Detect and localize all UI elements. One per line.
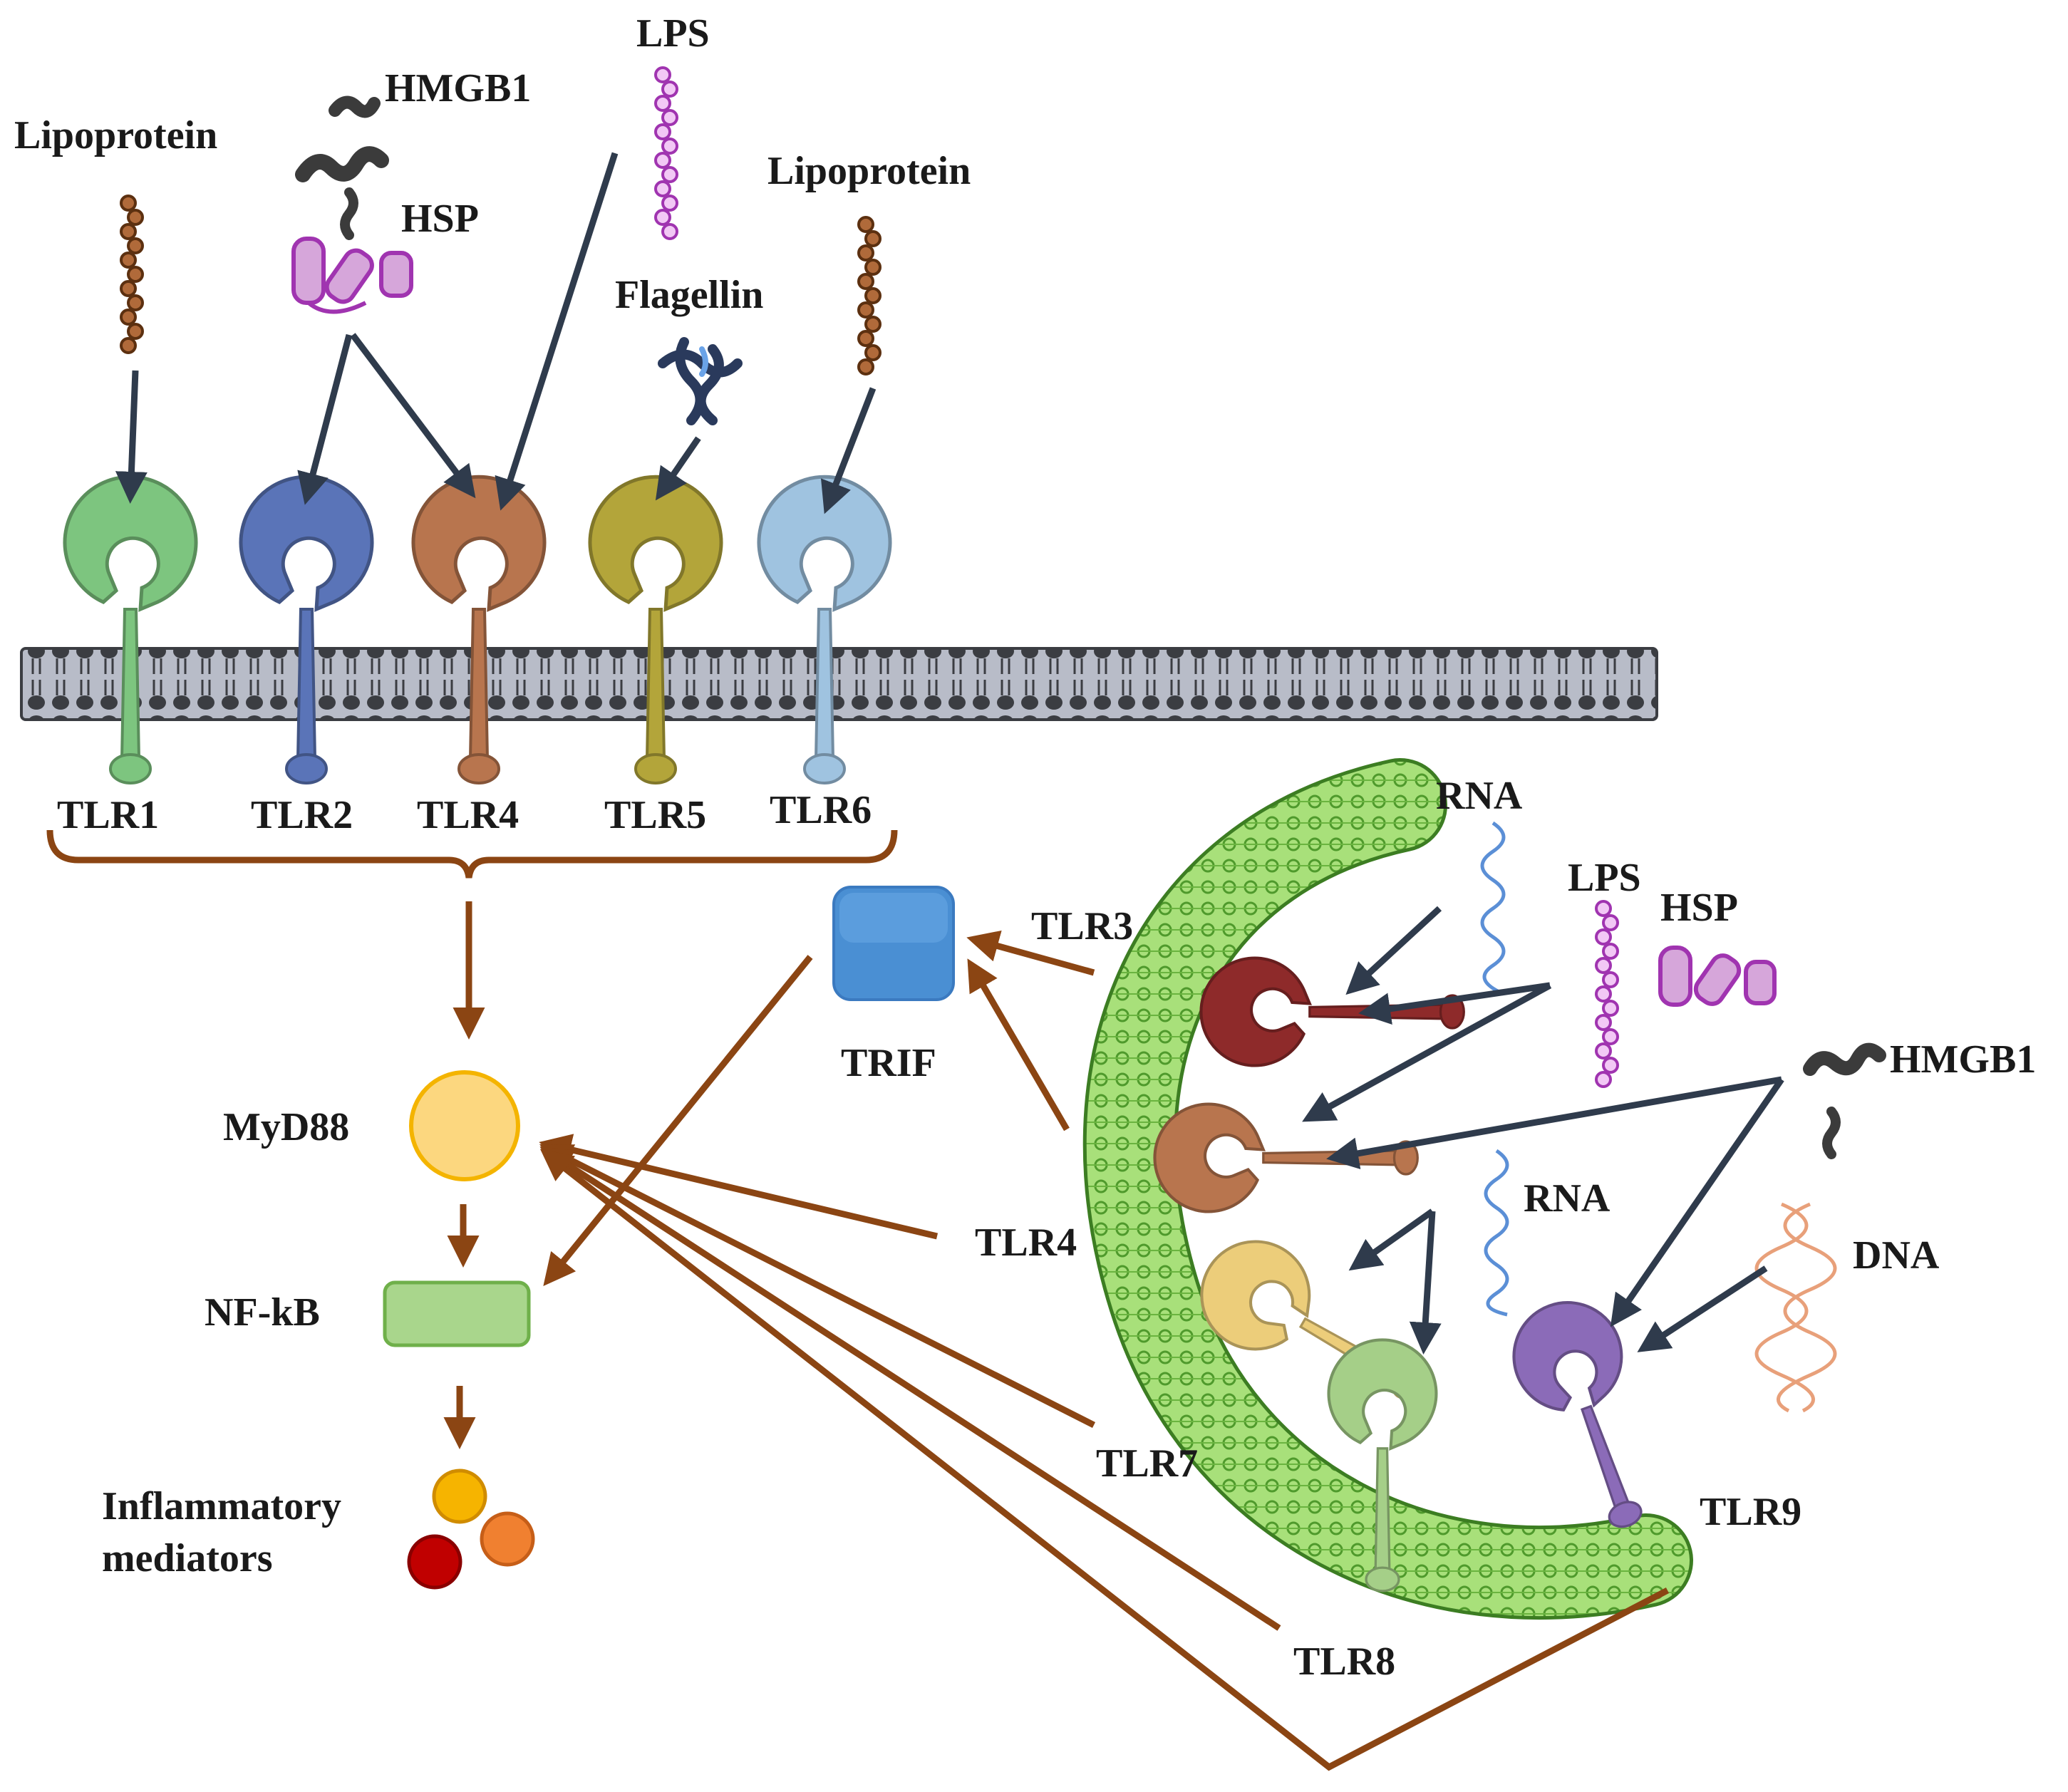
ligand-arrows [115, 152, 1784, 1355]
arrow-hmgb1-to-tlr9 [1610, 1077, 1784, 1327]
arrow-tlr4-to-trif [967, 958, 1070, 1131]
hmgb1-top-icon [295, 95, 389, 240]
arrow-tlr9-to-myd88 [539, 1149, 1670, 1771]
arrow-rna-to-tlr7 [1348, 1208, 1434, 1271]
arrow-rna-to-tlr3 [1345, 906, 1442, 995]
label-tlr5: TLR5 [604, 793, 706, 837]
arrow-tlr7-to-myd88 [539, 1144, 1096, 1429]
label-lipoprotein-right: Lipoprotein [767, 149, 971, 193]
tlr2-receptor [239, 475, 374, 784]
arrow-lps-to-tlr4-endo [1302, 983, 1552, 1122]
hsp-top-icon [291, 237, 413, 314]
label-mediators-line2: mediators [102, 1536, 273, 1580]
dna-icon [1754, 1202, 1837, 1413]
lps-top-icon [654, 66, 678, 240]
label-tlr6: TLR6 [770, 788, 872, 832]
arrow-hmgb1-to-tlr4-endo [1326, 1076, 1782, 1169]
rna-mid-icon [1484, 1149, 1509, 1317]
label-tlr3: TLR3 [1031, 904, 1133, 948]
surface-receptors [63, 475, 892, 784]
label-hmgb1-right: HMGB1 [1890, 1037, 2036, 1082]
label-hsp-right: HSP [1660, 886, 1738, 930]
arrow-tlr3-to-trif [966, 930, 1095, 976]
rna-top-icon [1480, 821, 1506, 996]
label-lps-top: LPS [636, 11, 710, 56]
lps-right-icon [1595, 900, 1619, 1088]
labels: Lipoprotein HMGB1 HSP LPS Flagellin Lipo… [14, 11, 2036, 1684]
label-tlr1: TLR1 [57, 793, 159, 837]
arrow-trif-to-nfkb [543, 955, 813, 1286]
tlr9-receptor [1512, 1301, 1643, 1528]
label-mediators-line1: Inflammatory [102, 1484, 341, 1528]
arrow-hsp-to-tlr4 [350, 333, 476, 499]
label-tlr4-endosomal: TLR4 [975, 1221, 1077, 1265]
arrow-lps-to-tlr4 [495, 152, 619, 511]
label-hsp-top: HSP [401, 197, 479, 241]
arrow-tlr4-to-myd88 [539, 1134, 939, 1240]
tlr4-surface-receptor [411, 475, 547, 784]
tlr3-receptor [1199, 956, 1465, 1067]
label-rna-top: RNA [1436, 774, 1523, 818]
label-hmgb1-top: HMGB1 [385, 66, 531, 110]
tlr6-receptor [757, 475, 892, 784]
lipoprotein-left-icon [120, 195, 144, 354]
label-dna: DNA [1853, 1233, 1940, 1278]
label-myd88: MyD88 [223, 1105, 349, 1149]
signaling-arrows [46, 829, 1670, 1771]
label-flagellin: Flagellin [615, 273, 763, 317]
tlr1-receptor [63, 475, 198, 784]
endosome-membrane [1082, 758, 1693, 1620]
arrow-tlr8-to-myd88 [539, 1146, 1281, 1631]
label-nfkb: NF-kB [205, 1290, 320, 1335]
label-lipoprotein-left: Lipoprotein [14, 113, 217, 157]
lipoprotein-right-icon [857, 216, 882, 376]
label-tlr2: TLR2 [251, 793, 353, 837]
label-tlr9: TLR9 [1700, 1490, 1801, 1534]
tlr8-receptor [1327, 1338, 1438, 1592]
tlr5-receptor [588, 475, 723, 784]
arrow-lipoprotein-to-tlr6 [821, 387, 877, 514]
nfkb-node [383, 1280, 531, 1347]
arrow-lps-to-tlr3 [1358, 982, 1551, 1025]
arrow-hsp-to-tlr2 [297, 333, 353, 505]
hmgb1-right-icon [1803, 1042, 1886, 1159]
myd88-node [409, 1070, 520, 1181]
surface-receptor-bracket [46, 829, 898, 879]
inflammatory-mediators-icon [407, 1469, 535, 1590]
label-tlr4-surface: TLR4 [417, 793, 519, 837]
arrow-rna-to-tlr8 [1409, 1211, 1442, 1355]
label-lps-right: LPS [1568, 856, 1641, 900]
arrow-lipoprotein-to-tlr1 [115, 370, 148, 504]
trif-node [832, 886, 955, 1001]
label-rna-mid: RNA [1524, 1176, 1611, 1221]
label-trif: TRIF [841, 1041, 936, 1085]
hsp-right-icon [1658, 946, 1777, 1007]
label-tlr8: TLR8 [1293, 1640, 1395, 1684]
arrow-dna-to-tlr9 [1637, 1265, 1768, 1352]
tlr4-endosomal-receptor [1153, 1102, 1419, 1213]
plasma-membrane [20, 647, 1658, 721]
arrow-flagellin-to-tlr5 [655, 436, 701, 501]
flagellin-icon [658, 337, 743, 425]
label-tlr7: TLR7 [1096, 1441, 1198, 1486]
